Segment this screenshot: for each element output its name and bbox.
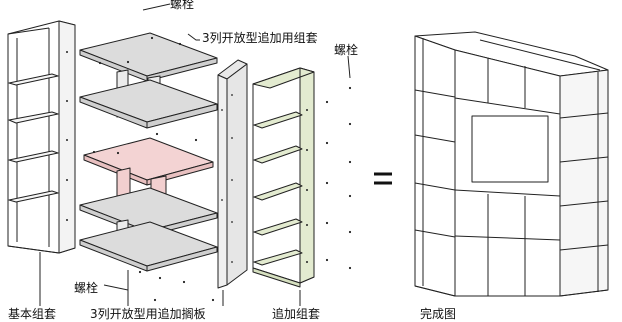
- label-open-add-set: 3列开放型追加用组套: [202, 30, 318, 45]
- add-set-unit: [252, 67, 315, 288]
- label-basic-set: 基本组套: [8, 307, 56, 321]
- label-bolt-bottom: 螺栓: [74, 280, 98, 295]
- equals-sign: [374, 172, 392, 185]
- side-panel: [217, 59, 248, 289]
- add-shelf-pink: [83, 137, 214, 220]
- basic-set-unit: [7, 20, 76, 254]
- label-finished: 完成图: [420, 306, 456, 321]
- leader-lines: [39, 3, 351, 306]
- label-add-shelf: 3列开放型用追加搁板: [90, 306, 206, 321]
- label-bolt-right: 螺栓: [334, 42, 358, 57]
- open-add-set-top: [79, 32, 218, 129]
- finished-unit: [414, 31, 609, 297]
- label-add-set: 追加组套: [272, 306, 320, 321]
- open-add-set-bottom: [79, 187, 218, 272]
- label-bolt-top: 螺栓: [170, 0, 194, 11]
- bolt-marks: [92, 36, 352, 302]
